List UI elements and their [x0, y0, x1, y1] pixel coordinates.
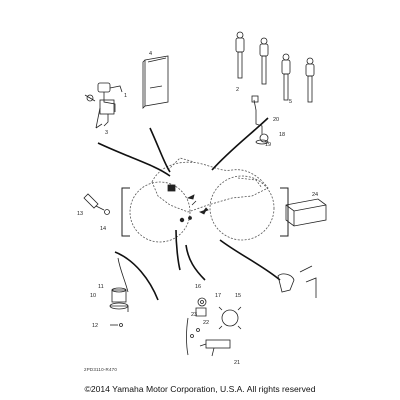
part-24-control-unit: [285, 198, 327, 227]
callout-18: 18: [279, 132, 285, 138]
part-4-ecu-module: [142, 55, 169, 109]
callout-21: 21: [234, 360, 240, 366]
leader-lines: [97, 117, 281, 301]
callout-12: 12: [92, 323, 98, 329]
part-1-sensor-assembly: [84, 82, 123, 129]
callout-11: 11: [98, 284, 104, 290]
part-2-ignition-coils: [235, 31, 315, 103]
bike-arrows: [167, 184, 209, 223]
center-bracket: [121, 187, 289, 237]
callout-14: 14: [100, 226, 106, 232]
callout-17: 17: [215, 293, 221, 299]
callout-23: 23: [191, 312, 197, 318]
callout-13: 13: [77, 211, 83, 217]
diagram-code: 2PD3110-R470: [84, 367, 118, 372]
callout-22: 22: [203, 320, 209, 326]
copyright-notice: ©2014 Yamaha Motor Corporation, U.S.A. A…: [84, 384, 316, 394]
motorcycle-silhouette: [129, 157, 275, 243]
callout-2: 2: [236, 87, 239, 93]
callout-24: 24: [312, 192, 318, 198]
callout-10: 10: [90, 293, 96, 299]
callout-labels: 1 2 3 4 5 10 11 12 13 14 15 16 17 18 19 …: [77, 51, 318, 366]
part-15-23-sensors: [186, 297, 242, 357]
callout-15: 15: [235, 293, 241, 299]
ecu-location-marker: [167, 184, 176, 192]
part-13-14-sensor: [83, 193, 110, 215]
part-18-20-sensor: [251, 95, 269, 145]
callout-3: 3: [105, 130, 108, 136]
callout-1: 1: [124, 93, 127, 99]
part-bottom-right-switch: [277, 265, 317, 298]
callout-19: 19: [265, 142, 271, 148]
callout-20: 20: [273, 117, 279, 123]
callout-5: 5: [289, 99, 292, 105]
part-10-12-relay: [109, 257, 129, 327]
callout-16: 16: [195, 284, 201, 290]
callout-4: 4: [149, 51, 152, 57]
